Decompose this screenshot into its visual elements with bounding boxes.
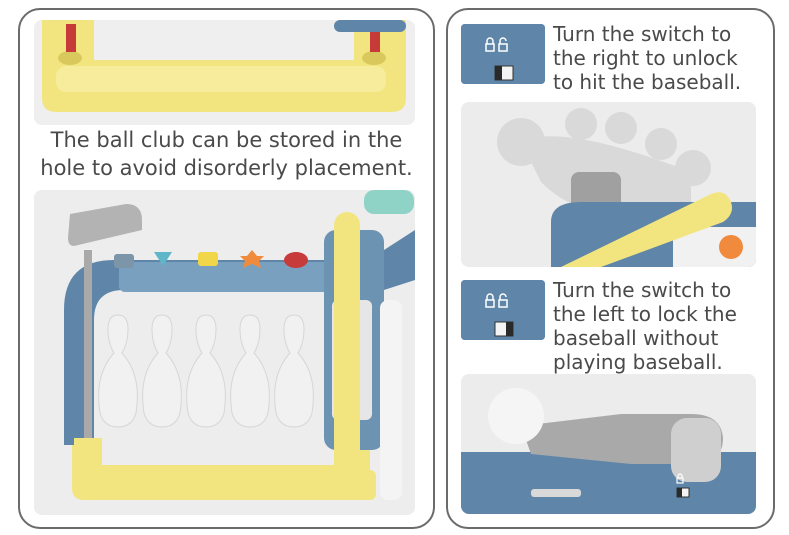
lock-open-icon bbox=[498, 37, 508, 52]
lock-caption-line: baseball without bbox=[553, 326, 719, 350]
golf-club-head bbox=[68, 204, 142, 246]
storage-hole-illustration bbox=[34, 20, 415, 125]
right-panel: Turn the switch to the right to unlock t… bbox=[446, 8, 775, 529]
lock-closed-icon bbox=[485, 37, 495, 52]
bat-hitting-photo bbox=[461, 102, 756, 267]
unlock-caption-line: to hit the baseball. bbox=[553, 70, 742, 94]
lock-caption: Turn the switch to the left to lock the … bbox=[553, 278, 768, 374]
lock-closed-icon bbox=[676, 473, 684, 484]
switch-slider-icon bbox=[676, 487, 690, 498]
lock-caption-line: playing baseball. bbox=[553, 350, 723, 374]
unlock-switch-thumbnail bbox=[461, 24, 545, 84]
left-panel: The ball club can be stored in the hole … bbox=[18, 8, 435, 529]
lock-switch-thumbnail bbox=[461, 280, 545, 340]
lock-caption-line: Turn the switch to bbox=[553, 278, 732, 302]
storage-hole-photo bbox=[34, 20, 415, 125]
toy-overview-photo bbox=[34, 190, 415, 515]
locked-arm-photo bbox=[461, 374, 756, 514]
lock-caption-line: the left to lock the bbox=[553, 302, 737, 326]
bat-in-photo bbox=[561, 192, 732, 267]
unlock-caption-line: Turn the switch to bbox=[553, 22, 732, 46]
switch-slider-icon bbox=[494, 321, 514, 337]
yellow-base bbox=[72, 440, 370, 500]
unlock-caption-line: the right to unlock bbox=[553, 46, 738, 70]
baseball-bat bbox=[334, 212, 360, 482]
golf-club-shaft bbox=[84, 250, 92, 470]
switch-slider-icon bbox=[494, 65, 514, 81]
lock-closed-icon bbox=[485, 293, 495, 308]
lock-open-icon bbox=[498, 293, 508, 308]
unlock-caption: Turn the switch to the right to unlock t… bbox=[553, 22, 768, 94]
storage-caption: The ball club can be stored in the hole … bbox=[40, 128, 413, 180]
toy-illustration bbox=[34, 190, 415, 515]
